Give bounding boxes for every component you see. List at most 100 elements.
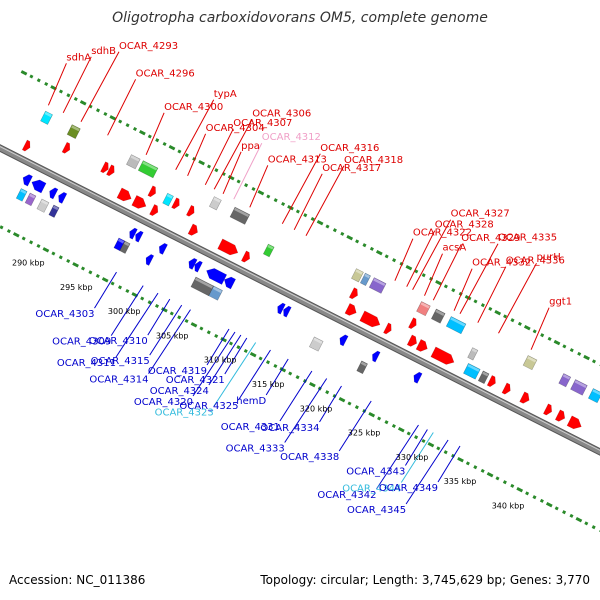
reverse-gene-label[interactable]: hemD	[236, 396, 266, 407]
reverse-tick-dot	[236, 345, 241, 350]
reverse-gene-label[interactable]: OCAR_4349	[379, 483, 438, 494]
gene-box	[137, 160, 159, 179]
reverse-gene-label[interactable]: OCAR_4345	[347, 505, 406, 516]
reverse-gene-label[interactable]: OCAR_4342	[317, 490, 376, 501]
label-leader	[404, 429, 428, 466]
forward-gene-label[interactable]: OCAR_4318	[344, 155, 403, 166]
forward-gene-label[interactable]: OCAR_4329	[461, 233, 520, 244]
forward-tick-dot	[66, 93, 71, 98]
scale-label: 300 kbp	[108, 307, 141, 316]
reverse-tick-dot	[220, 337, 227, 343]
gene-box-shine	[592, 389, 600, 396]
forward-gene-label[interactable]: OCAR_4335	[498, 233, 557, 244]
label-leader	[530, 307, 550, 350]
gene-box	[126, 154, 141, 170]
forward-tick-dot	[569, 348, 574, 353]
reverse-gene-label[interactable]: OCAR_4323	[155, 408, 214, 419]
forward-gene-label[interactable]: acsA	[443, 243, 467, 254]
gene-box-shine	[213, 197, 221, 203]
label-leader	[432, 243, 462, 301]
gene-arrow	[430, 346, 455, 365]
forward-gene-label[interactable]: OCAR_4312	[262, 132, 321, 143]
reverse-gene-label[interactable]: OCAR_4343	[346, 467, 405, 478]
forward-gene-label[interactable]: OCAR_4327	[451, 209, 510, 220]
gene-arrow	[240, 250, 250, 263]
forward-tick-dot	[340, 231, 345, 236]
scale-label: 330 kbp	[396, 453, 429, 462]
reverse-gene-feature	[283, 305, 292, 318]
forward-gene-label[interactable]: sdhB	[91, 46, 116, 57]
gene-arrow	[413, 371, 423, 384]
forward-gene-label[interactable]: purH	[537, 252, 561, 263]
forward-tick-dot	[451, 288, 456, 293]
forward-gene-label[interactable]: OCAR_4306	[252, 108, 311, 119]
forward-tick-dot	[281, 201, 286, 207]
forward-gene-feature	[406, 334, 417, 347]
forward-gene-label[interactable]: OCAR_4293	[119, 41, 178, 52]
reverse-gene-feature	[36, 198, 50, 213]
forward-gene-label[interactable]: OCAR_4296	[136, 68, 195, 79]
forward-tick-dot	[562, 344, 567, 349]
forward-gene-feature	[137, 160, 159, 179]
reverse-gene-feature	[413, 371, 423, 384]
reverse-tick-dot	[480, 468, 485, 473]
reverse-tick-dot	[154, 303, 160, 309]
reverse-gene-label[interactable]: OCAR_4344	[342, 484, 401, 495]
reverse-tick-dot	[391, 423, 396, 429]
forward-gene-label[interactable]: OCAR_4316	[320, 143, 379, 154]
forward-tick-dot	[384, 254, 389, 259]
forward-gene-label[interactable]: OCAR_4307	[233, 118, 292, 129]
forward-gene-label[interactable]: OCAR_4322	[413, 228, 472, 239]
forward-gene-feature	[116, 187, 132, 202]
forward-tick-dot	[316, 220, 324, 226]
reverse-tick-dot	[101, 277, 109, 283]
forward-gene-label[interactable]: OCAR_4300	[164, 102, 223, 113]
gene-arrow	[158, 242, 168, 255]
reverse-tick-dot	[368, 412, 376, 418]
forward-gene-label[interactable]: OCAR_4304	[206, 123, 265, 134]
forward-gene-label[interactable]: OCAR_4328	[435, 220, 494, 231]
forward-gene-label[interactable]: OCAR_4317	[322, 163, 381, 174]
reverse-gene-label[interactable]: OCAR_4309	[52, 337, 111, 348]
forward-gene-feature	[587, 388, 600, 404]
forward-gene-label[interactable]: ggt1	[549, 297, 572, 308]
label-leader	[338, 400, 372, 452]
gene-arrow	[554, 409, 566, 422]
reverse-gene-label[interactable]: OCAR_4334	[260, 423, 319, 434]
reverse-gene-label[interactable]: OCAR_4319	[148, 366, 207, 377]
gene-box-shine	[435, 309, 445, 316]
forward-gene-feature	[100, 161, 109, 174]
reverse-gene-label[interactable]: OCAR_4315	[91, 356, 150, 367]
gene-box-shine	[267, 244, 274, 250]
gene-arrow	[344, 303, 357, 316]
reverse-tick-dot	[436, 446, 441, 451]
reverse-gene-label[interactable]: OCAR_4324	[150, 386, 209, 397]
reverse-gene-label[interactable]: OCAR_4321	[166, 375, 225, 386]
forward-gene-label[interactable]: OCAR_4336	[506, 256, 565, 267]
reverse-gene-feature	[194, 260, 203, 273]
forward-gene-feature	[408, 317, 417, 330]
forward-tick-dot	[266, 194, 271, 199]
reverse-gene-label[interactable]: OCAR_4314	[89, 375, 148, 386]
reverse-gene-label[interactable]: OCAR_4303	[35, 309, 94, 320]
reverse-gene-label[interactable]: OCAR_4333	[226, 444, 285, 455]
forward-gene-label[interactable]: sdhA	[66, 52, 91, 63]
forward-gene-label[interactable]: ppa	[241, 141, 260, 152]
label-leader	[406, 230, 436, 287]
forward-gene-label[interactable]: OCAR_4313	[268, 154, 327, 165]
reverse-gene-label[interactable]: OCAR_4320	[134, 397, 193, 408]
scale-label: 290 kbp	[12, 259, 45, 268]
forward-gene-label[interactable]: OCAR_4332	[472, 258, 531, 269]
label-leader	[293, 173, 323, 231]
forward-gene-label[interactable]: typA	[214, 89, 237, 100]
forward-tick-dot	[162, 141, 167, 147]
reverse-gene-label[interactable]: OCAR_4338	[280, 452, 339, 463]
reverse-gene-label[interactable]: OCAR_4310	[89, 336, 148, 347]
reverse-gene-label[interactable]: OCAR_4325	[179, 401, 238, 412]
reverse-gene-label[interactable]: OCAR_4331	[221, 422, 280, 433]
reverse-gene-feature	[31, 179, 47, 194]
reverse-gene-label[interactable]: OCAR_4311	[57, 358, 116, 369]
forward-gene-feature	[185, 204, 195, 217]
forward-tick-dot	[273, 198, 278, 203]
gene-box-shine	[527, 356, 537, 363]
